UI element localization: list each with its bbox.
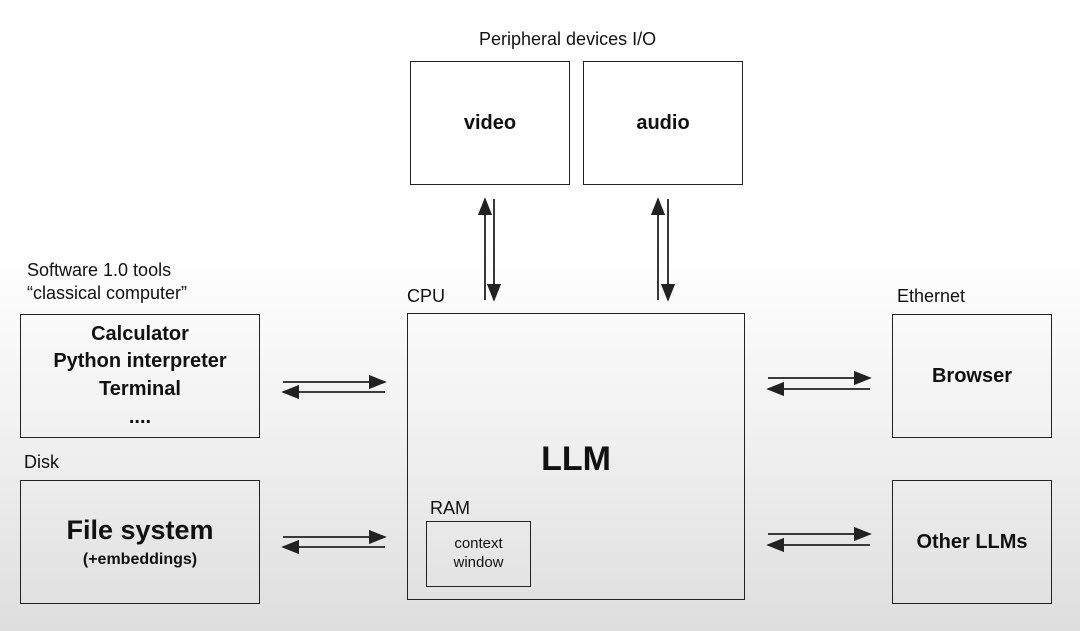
- other-llms-label: Other LLMs: [916, 530, 1028, 553]
- software-tools-line-1: Software 1.0 tools: [27, 260, 172, 280]
- file-system-subtitle: (+embeddings): [82, 550, 198, 568]
- video-box: video: [410, 61, 570, 185]
- software-tools-box: Calculator Python interpreter Terminal .…: [20, 314, 260, 438]
- llm-box: LLM RAM context window: [407, 313, 745, 600]
- audio-box: audio: [583, 61, 743, 185]
- llm-title: LLM: [541, 440, 611, 478]
- other-llms-box: Other LLMs: [892, 480, 1052, 604]
- context-window-line-1: context: [454, 535, 503, 553]
- calculator-label: Calculator: [91, 322, 189, 345]
- python-interpreter-label: Python interpreter: [53, 350, 227, 373]
- software-tools-label: Software 1.0 tools “classical computer”: [27, 259, 187, 304]
- terminal-label: Terminal: [99, 378, 181, 400]
- software-tools-line-2: “classical computer”: [27, 282, 188, 303]
- context-window-box: context window: [426, 521, 531, 587]
- context-window-line-2: window: [453, 554, 504, 571]
- peripheral-devices-label: Peripheral devices I/O: [479, 29, 657, 49]
- ram-label: RAM: [430, 498, 470, 518]
- ethernet-label: Ethernet: [897, 286, 966, 306]
- video-label: video: [463, 111, 517, 134]
- file-system-title: File system: [66, 514, 214, 545]
- ellipsis-label: ....: [128, 405, 152, 428]
- cpu-label: CPU: [407, 286, 446, 306]
- disk-label: Disk: [24, 452, 59, 472]
- audio-label: audio: [636, 111, 690, 134]
- file-system-box: File system (+embeddings): [20, 480, 260, 604]
- browser-box: Browser: [892, 314, 1052, 438]
- browser-label: Browser: [931, 364, 1013, 387]
